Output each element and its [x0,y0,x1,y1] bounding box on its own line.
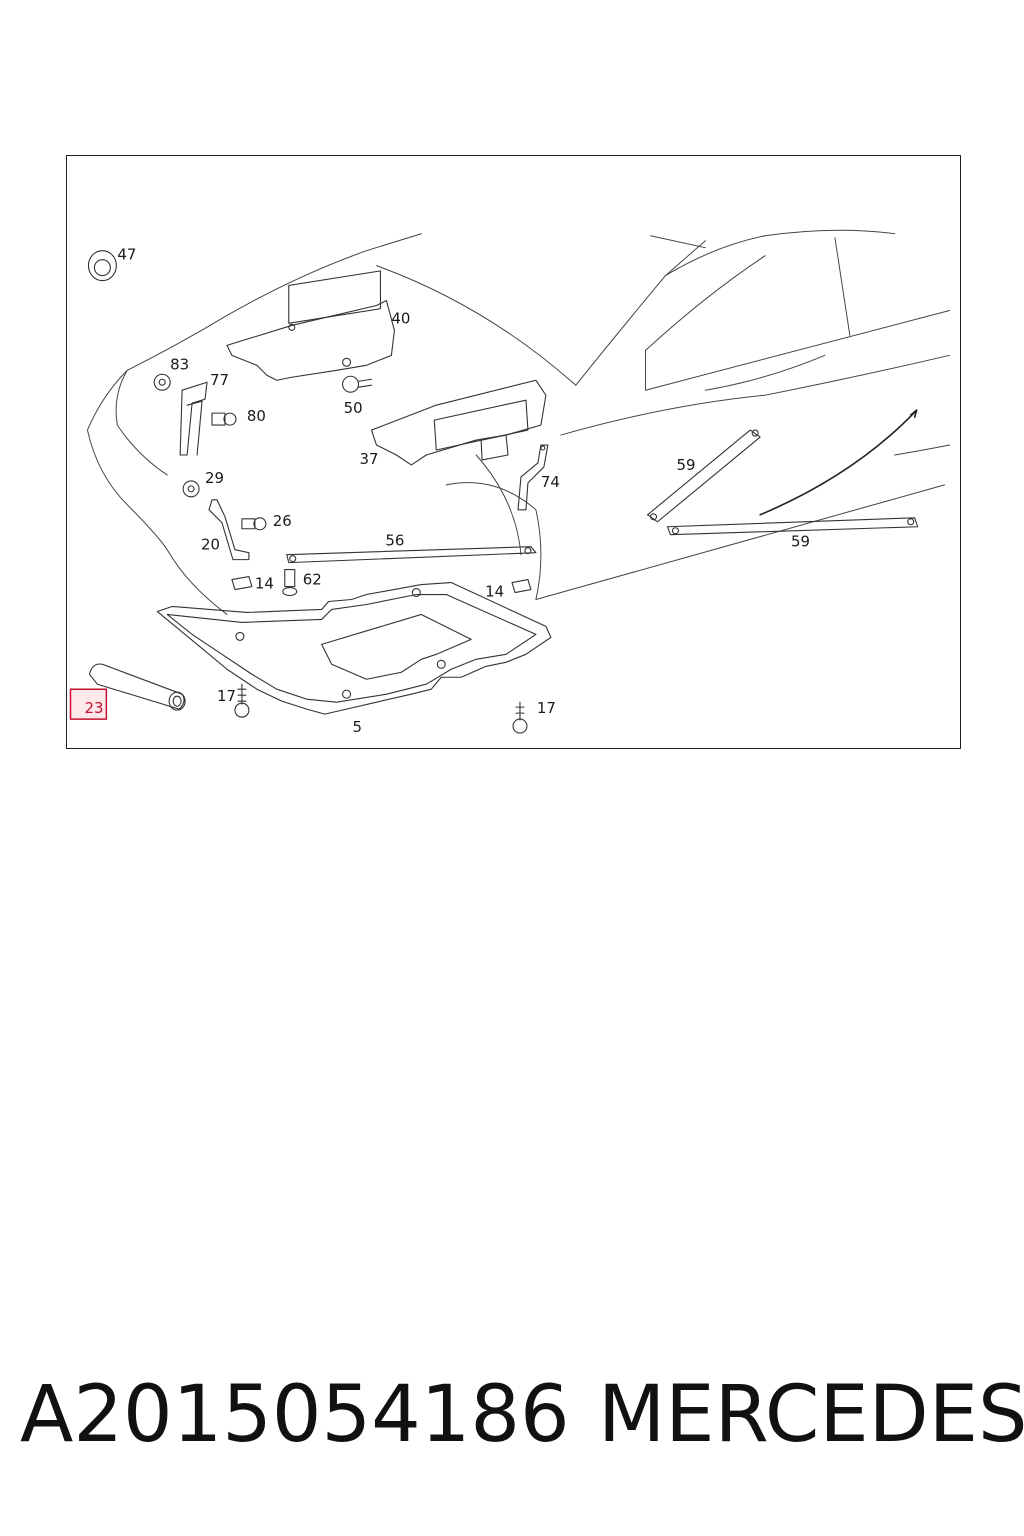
part-62-stud [282,569,298,597]
part-17-screw-left [234,683,250,718]
parts-diagram: 47 40 83 77 80 50 37 74 59 59 29 26 20 5… [66,155,961,749]
callout-17-right: 17 [537,699,556,717]
callout-26: 26 [273,512,292,530]
part-17-screw-right [512,701,528,734]
callout-17-left: 17 [217,687,236,705]
part-74-strap [517,444,549,511]
callout-14-left: 14 [255,575,274,593]
callout-59-lower: 59 [791,533,810,551]
car-body-outline [86,229,951,615]
part-26-bolt [241,517,267,531]
footer-caption: A2015054186 MERCEDES [20,1370,1024,1470]
direction-arrow [759,409,918,516]
part-29-nut [182,480,200,498]
part-83-nut [153,373,171,391]
callout-40: 40 [391,309,410,327]
callout-74: 74 [541,473,560,491]
part-40-bracket [226,270,395,381]
part-56-rod [286,546,537,564]
callout-5: 5 [353,718,363,736]
part-23-tube [88,663,186,711]
part-20-strap [208,499,250,561]
callout-14-right: 14 [485,583,504,601]
callout-80: 80 [247,407,266,425]
part-37-bracket [370,379,547,466]
part-77-strap [179,381,208,456]
brand-name: MERCEDES [598,1370,1024,1460]
part-80-bolt [211,412,237,426]
part-14-clip-left [231,576,253,591]
exploded-view-drawing: 47 40 83 77 80 50 37 74 59 59 29 26 20 5… [69,229,951,736]
callout-50: 50 [344,399,363,417]
callout-83: 83 [170,355,189,373]
part-14-clip-right [511,579,532,594]
callout-56: 56 [385,532,404,550]
callout-23[interactable]: 23 [84,699,103,717]
part-5-underbody-panel [156,582,552,715]
part-59-rods [646,429,919,536]
part-47-grommet [87,250,117,282]
callout-77: 77 [210,371,229,389]
part-number: A2015054186 [20,1370,570,1460]
part-50-screw [342,375,373,393]
callout-20: 20 [201,536,220,554]
callout-29: 29 [205,469,224,487]
callout-23-highlight-box[interactable] [69,688,108,720]
callout-37: 37 [360,450,379,468]
callout-47: 47 [117,246,136,264]
callout-59-upper: 59 [676,456,695,474]
callout-62: 62 [303,571,322,589]
